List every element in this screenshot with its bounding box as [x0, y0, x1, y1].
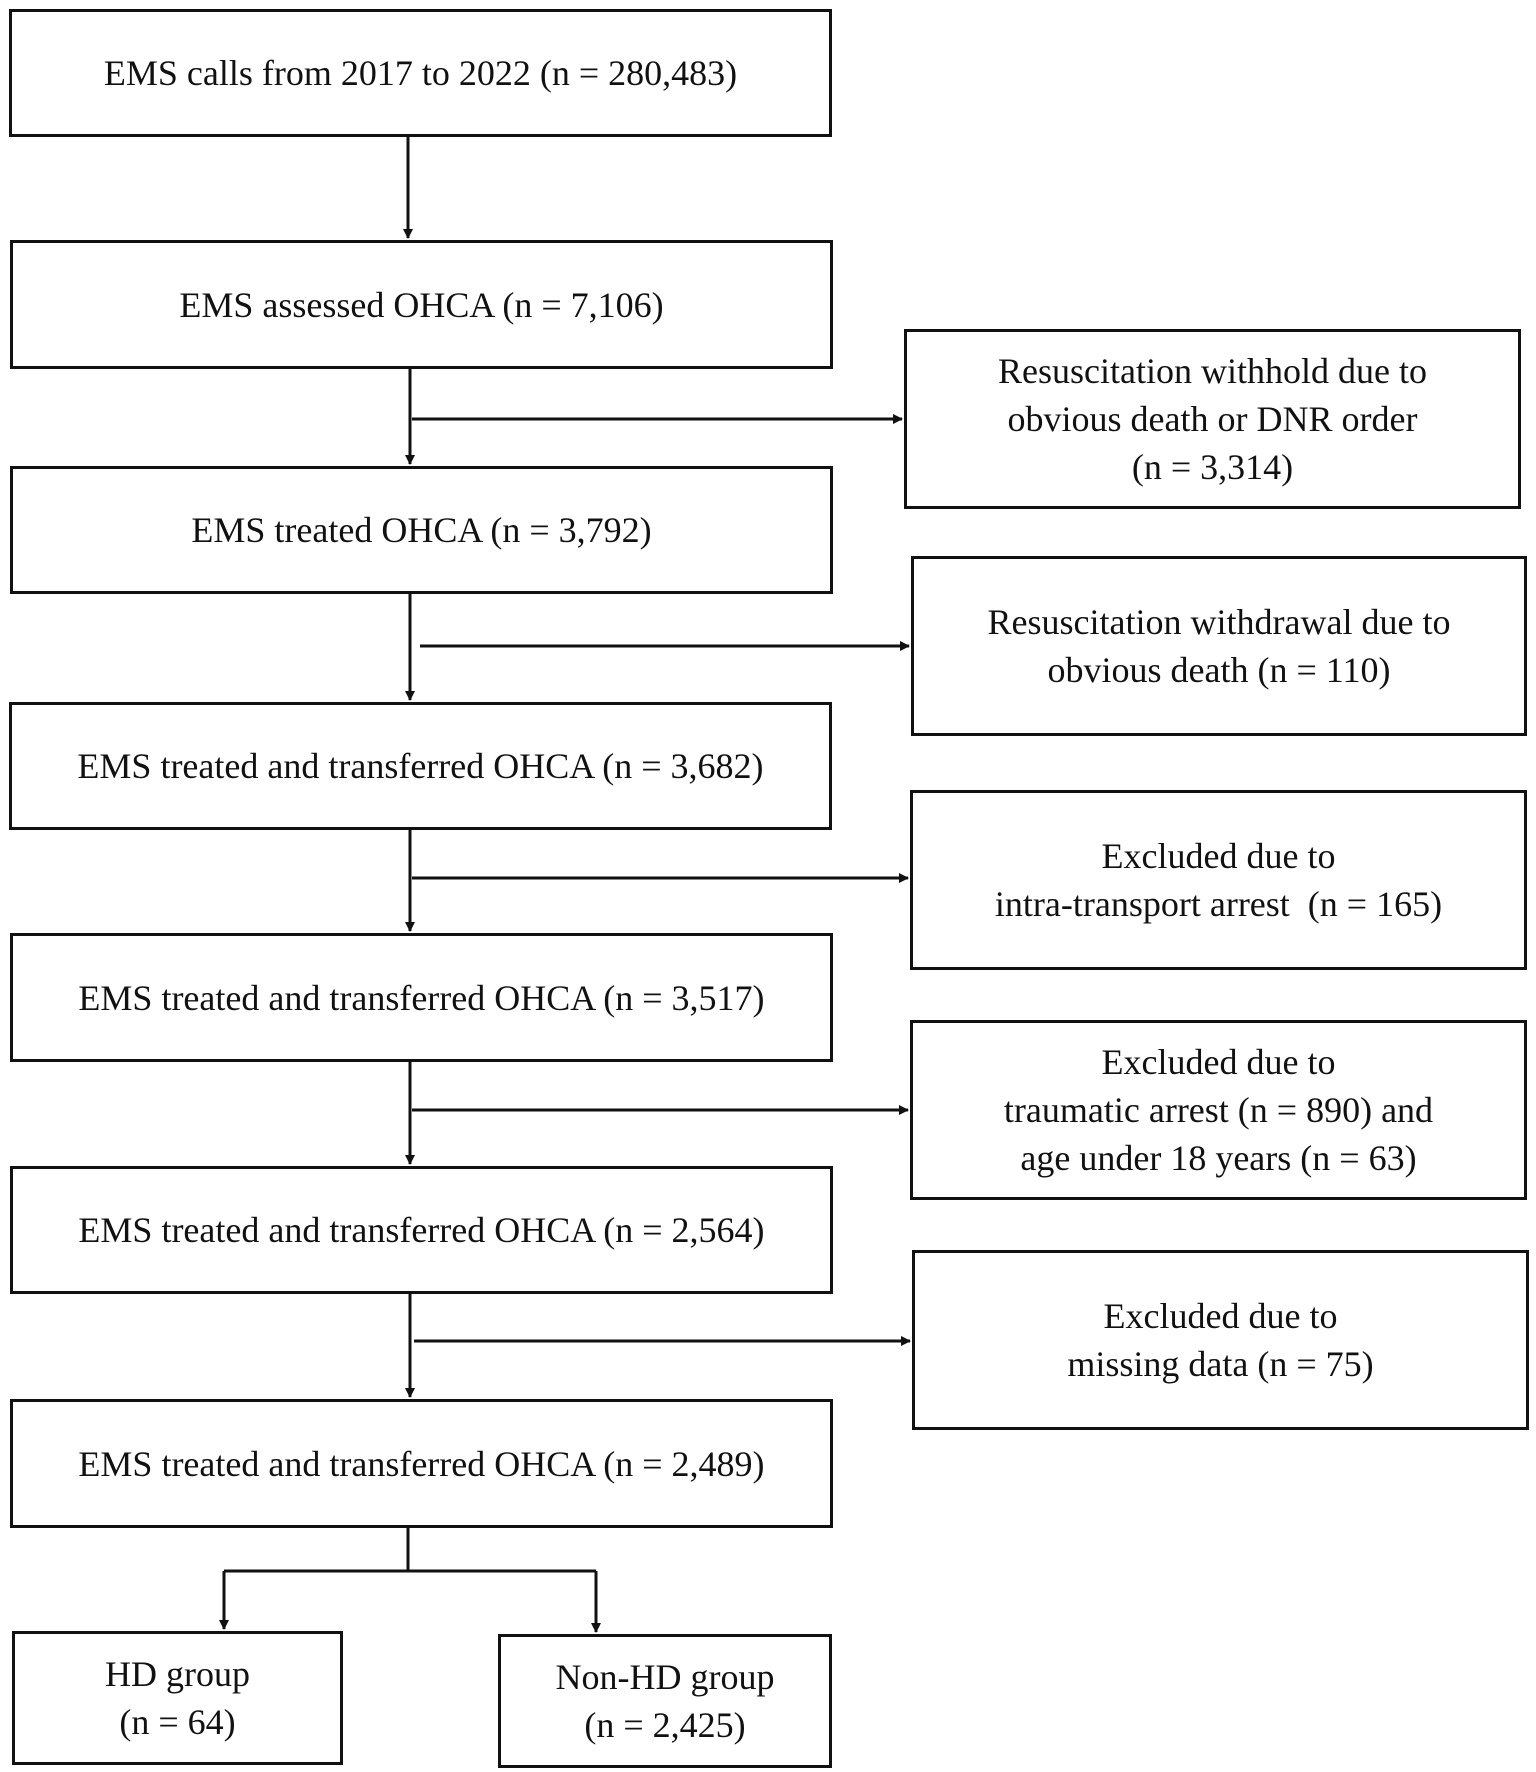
box-missing-data: Excluded due to missing data (n = 75) — [912, 1250, 1529, 1430]
box-transferred-2: EMS treated and transferred OHCA (n = 3,… — [10, 933, 833, 1062]
box-transferred-4: EMS treated and transferred OHCA (n = 2,… — [10, 1399, 833, 1528]
box-transferred-4-line: EMS treated and transferred OHCA (n = 2,… — [78, 1443, 765, 1484]
box-withdrawal: Resuscitation withdrawal due to obvious … — [911, 556, 1527, 736]
box-transferred-3: EMS treated and transferred OHCA (n = 2,… — [10, 1166, 833, 1294]
box-withhold: Resuscitation withhold due to obvious de… — [904, 329, 1521, 509]
box-transferred-3-line: EMS treated and transferred OHCA (n = 2,… — [78, 1210, 765, 1250]
box-missing-data-line-2: missing data (n = 75) — [1067, 1344, 1374, 1384]
box-traumatic-age-line-2: traumatic arrest (n = 890) and — [1003, 1090, 1434, 1130]
box-transferred-1: EMS treated and transferred OHCA (n = 3,… — [9, 702, 832, 830]
box-calls-line: EMS calls from 2017 to 2022 (n = 280,483… — [103, 53, 738, 93]
box-withhold-line-1: Resuscitation withhold due to — [998, 351, 1427, 391]
box-hd-group-line-2: (n = 64) — [119, 1702, 236, 1742]
box-treated-line: EMS treated OHCA (n = 3,792) — [191, 510, 652, 550]
box-traumatic-age-line-1: Excluded due to — [1101, 1042, 1336, 1082]
box-traumatic-age-line-3: age under 18 years (n = 63) — [1020, 1138, 1417, 1178]
box-non-hd-group-line-1: Non-HD group — [555, 1657, 775, 1697]
box-withdrawal-line-1: Resuscitation withdrawal due to — [987, 602, 1451, 642]
box-hd-group: HD group (n = 64) — [12, 1631, 343, 1765]
box-withhold-line-2: obvious death or DNR order — [1007, 399, 1418, 439]
box-missing-data-line-1: Excluded due to — [1103, 1296, 1338, 1336]
box-hd-group-line-1: HD group — [105, 1654, 250, 1694]
box-traumatic-age: Excluded due to traumatic arrest (n = 89… — [910, 1020, 1527, 1200]
box-non-hd-group: Non-HD group (n = 2,425) — [498, 1634, 832, 1768]
box-non-hd-group-line-2: (n = 2,425) — [584, 1705, 746, 1745]
box-withhold-line-3: (n = 3,314) — [1131, 447, 1294, 487]
box-calls: EMS calls from 2017 to 2022 (n = 280,483… — [9, 9, 832, 137]
box-intra-transport-line-1: Excluded due to — [1101, 836, 1336, 876]
box-transferred-2-line: EMS treated and transferred OHCA (n = 3,… — [78, 977, 765, 1018]
box-intra-transport: Excluded due to intra-transport arrest (… — [910, 790, 1527, 970]
box-treated: EMS treated OHCA (n = 3,792) — [10, 466, 833, 594]
box-withdrawal-line-2: obvious death (n = 110) — [1047, 650, 1391, 690]
box-intra-transport-line-2: intra-transport arrest (n = 165) — [994, 884, 1443, 924]
box-transferred-1-line: EMS treated and transferred OHCA (n = 3,… — [77, 746, 764, 786]
box-assessed-line: EMS assessed OHCA (n = 7,106) — [179, 284, 664, 325]
box-assessed: EMS assessed OHCA (n = 7,106) — [10, 240, 833, 369]
